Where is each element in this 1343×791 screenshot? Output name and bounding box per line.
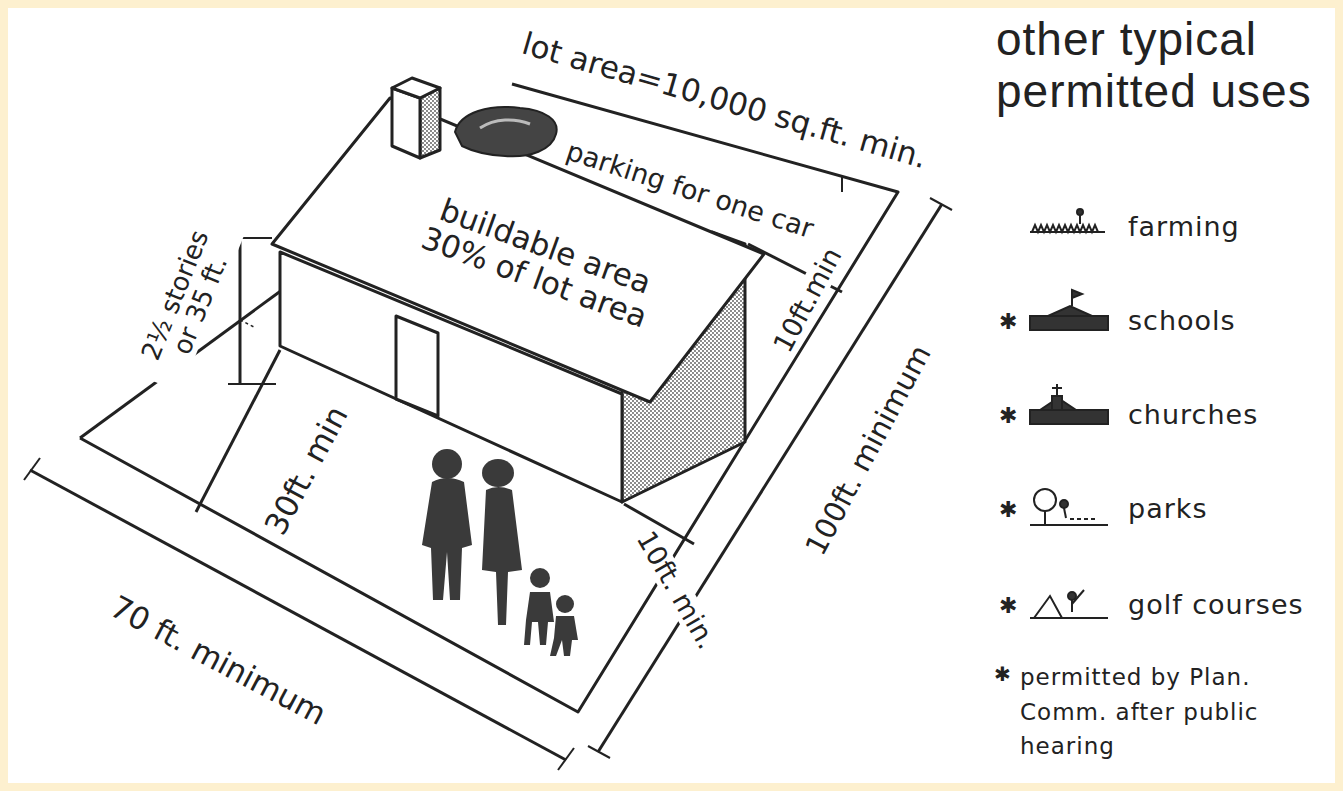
car-symbol [455,107,557,156]
height-dimension [239,238,242,384]
legend-heading: other typical permitted uses [996,14,1343,117]
roof [272,98,764,402]
church-symbol [1030,384,1108,424]
legend-text: golf courses [1128,589,1304,620]
footnote: permitted by Plan. Comm. after public he… [1020,660,1320,764]
asterisk-mark: ✱ [999,594,1017,617]
legend-text: farming [1128,211,1240,242]
park-symbol [1030,489,1108,525]
asterisk-mark: ✱ [999,498,1017,521]
front-setback [196,350,280,512]
asterisk-mark: ✱ [999,310,1017,333]
legend-text: parks [1128,493,1208,524]
asterisk-mark: ✱ [994,664,1011,685]
legend-text: schools [1128,305,1236,336]
golf-symbol [1030,590,1108,618]
chimney-top [392,78,440,98]
family-figures [422,449,578,656]
lot-outline [80,84,898,712]
farming-symbol [1030,209,1105,232]
school-symbol [1030,290,1108,330]
chimney-side [420,88,440,158]
legend-icons [1030,209,1108,618]
asterisk-mark: ✱ [999,404,1017,427]
door [396,316,438,416]
legend-text: churches [1128,399,1258,430]
chimney [392,88,420,158]
